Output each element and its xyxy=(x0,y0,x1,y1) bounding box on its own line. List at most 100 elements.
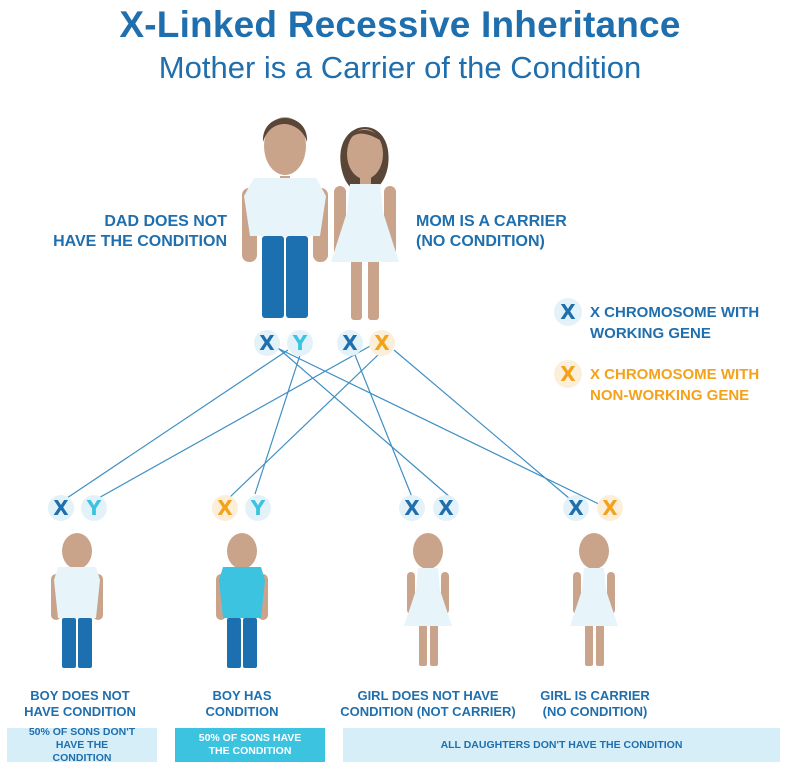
dad-label: DAD DOES NOT HAVE THE CONDITION xyxy=(40,212,227,252)
girl-carrier-figure xyxy=(570,533,618,666)
dad-right-leg xyxy=(286,236,308,318)
legend-nonworking-line1: X CHROMOSOME WITH xyxy=(590,366,760,383)
boy1-label-line1: BOY DOES NOT xyxy=(30,688,130,703)
girl1-x1-chromosome: X xyxy=(404,496,420,520)
legend-working-x-icon: X xyxy=(560,300,576,324)
child-label-girl-not-carrier: GIRL DOES NOT HAVE CONDITION (NOT CARRIE… xyxy=(338,688,518,720)
mom-x-chromosome: X xyxy=(342,331,358,355)
girl2-x-chromosome: X xyxy=(568,496,584,520)
boy1-y-badge xyxy=(81,495,107,521)
boy1-y-chromosome: Y xyxy=(86,496,102,520)
mom-label-line1: MOM IS A CARRIER xyxy=(416,213,567,230)
mom-label-line2: (NO CONDITION) xyxy=(416,233,545,250)
boy2-left-leg xyxy=(227,618,241,668)
dad-x-badge xyxy=(254,330,280,356)
legend-working-line1: X CHROMOSOME WITH xyxy=(590,304,760,321)
footer-sons-not-text: 50% OF SONS DON'T HAVE THE CONDITION xyxy=(28,725,136,764)
legend-working-line2: WORKING GENE xyxy=(590,325,711,342)
boy1-x-badge xyxy=(48,495,74,521)
mom-dress xyxy=(331,184,399,262)
boy2-shirt xyxy=(219,567,265,618)
boy2-label-line1: BOY HAS xyxy=(212,688,272,703)
mom-neck xyxy=(360,172,371,188)
dad-x-chromosome: X xyxy=(259,331,275,355)
mom-xo-chromosome: X xyxy=(374,331,390,355)
line-dad-y-to-boy-has-condition xyxy=(254,354,301,495)
girl2-xo-chromosome: X xyxy=(602,496,618,520)
girl1-x2-chromosome: X xyxy=(438,496,454,520)
boy2-xo-chromosome: X xyxy=(217,496,233,520)
page-subtitle: Mother is a Carrier of the Condition xyxy=(158,50,642,85)
boy-has-condition-figure xyxy=(216,533,268,668)
mom-x-badge xyxy=(337,330,363,356)
footer-daughters-band: ALL DAUGHTERS DON'T HAVE THE CONDITION xyxy=(343,728,780,762)
line-dad-x-to-girl-not-carrier xyxy=(277,347,452,499)
parent-chromosomes: X Y X X xyxy=(254,330,395,356)
dad-shirt xyxy=(244,178,326,236)
girl2-dress xyxy=(570,568,618,626)
dad-figure xyxy=(242,117,328,318)
legend: X X xyxy=(554,298,582,388)
child-label-boy-no-condition: BOY DOES NOT HAVE CONDITION xyxy=(0,688,170,720)
dad-left-leg xyxy=(262,236,284,318)
line-mom-xo-to-girl-carrier xyxy=(393,349,571,500)
girl2-xo-badge xyxy=(597,495,623,521)
line-mom-xo-to-boy-has-condition xyxy=(229,353,380,498)
inheritance-lines xyxy=(63,342,608,509)
boy1-head xyxy=(62,533,92,569)
boy-no-condition-figure xyxy=(51,533,103,668)
legend-working-badge xyxy=(554,298,582,326)
page-title: X-Linked Recessive Inheritance xyxy=(119,4,681,45)
line-dad-y-to-boy-no-condition xyxy=(63,349,289,501)
dad-label-line1: DAD DOES NOT xyxy=(104,213,227,230)
line-mom-x-to-boy-no-condition xyxy=(94,344,373,501)
boy2-xo-badge xyxy=(212,495,238,521)
boy1-shirt xyxy=(54,567,100,618)
mom-left-leg xyxy=(351,250,362,320)
girl1-x1-badge xyxy=(399,495,425,521)
mom-figure xyxy=(331,126,399,320)
boy1-right-leg xyxy=(78,618,92,668)
line-mom-x-to-girl-not-carrier xyxy=(352,349,413,498)
girl2-left-leg xyxy=(585,614,593,666)
boy1-x-chromosome: X xyxy=(53,496,69,520)
boy2-y-chromosome: Y xyxy=(250,496,266,520)
girl1-head xyxy=(413,533,443,569)
boy2-right-leg xyxy=(243,618,257,668)
girl2-label-line2: (NO CONDITION) xyxy=(542,704,648,719)
dad-hair xyxy=(262,118,308,142)
girl2-label-line1: GIRL IS CARRIER xyxy=(540,688,650,703)
girl1-right-leg xyxy=(430,614,438,666)
footer-sons-have-band: 50% OF SONS HAVE THE CONDITION xyxy=(175,728,325,762)
girl2-right-leg xyxy=(596,614,604,666)
legend-nonworking-x-icon: X xyxy=(560,362,576,386)
footer-sons-have-text: 50% OF SONS HAVE THE CONDITION xyxy=(198,732,302,757)
girl-not-carrier-figure xyxy=(404,533,452,666)
legend-working-text: X CHROMOSOME WITH WORKING GENE xyxy=(590,302,759,344)
child-label-girl-carrier: GIRL IS CARRIER (NO CONDITION) xyxy=(505,688,685,720)
girl2-head xyxy=(579,533,609,569)
line-dad-x-to-girl-carrier xyxy=(266,342,608,509)
dad-y-chromosome: Y xyxy=(292,331,308,355)
mom-head xyxy=(347,129,383,179)
girl1-dress xyxy=(404,568,452,626)
boy1-left-leg xyxy=(62,618,76,668)
boy1-label-line2: HAVE CONDITION xyxy=(24,704,136,719)
dad-label-line2: HAVE THE CONDITION xyxy=(53,233,227,250)
girl1-label-line2: CONDITION (NOT CARRIER) xyxy=(340,704,516,719)
legend-nonworking-line2: NON-WORKING GENE xyxy=(590,387,750,404)
dad-y-badge xyxy=(287,330,313,356)
boy2-y-badge xyxy=(245,495,271,521)
boy2-label-line2: CONDITION xyxy=(205,704,279,719)
child-label-boy-has-condition: BOY HAS CONDITION xyxy=(152,688,332,720)
mom-xo-badge xyxy=(369,330,395,356)
girl1-left-leg xyxy=(419,614,427,666)
mom-right-leg xyxy=(368,250,379,320)
girl1-label-line1: GIRL DOES NOT HAVE xyxy=(357,688,499,703)
dad-head xyxy=(264,117,306,175)
footer-daughters-text: ALL DAUGHTERS DON'T HAVE THE CONDITION xyxy=(440,738,683,751)
legend-nonworking-text: X CHROMOSOME WITH NON-WORKING GENE xyxy=(590,364,759,406)
girl2-x-badge xyxy=(563,495,589,521)
mom-label: MOM IS A CARRIER (NO CONDITION) xyxy=(416,212,616,252)
